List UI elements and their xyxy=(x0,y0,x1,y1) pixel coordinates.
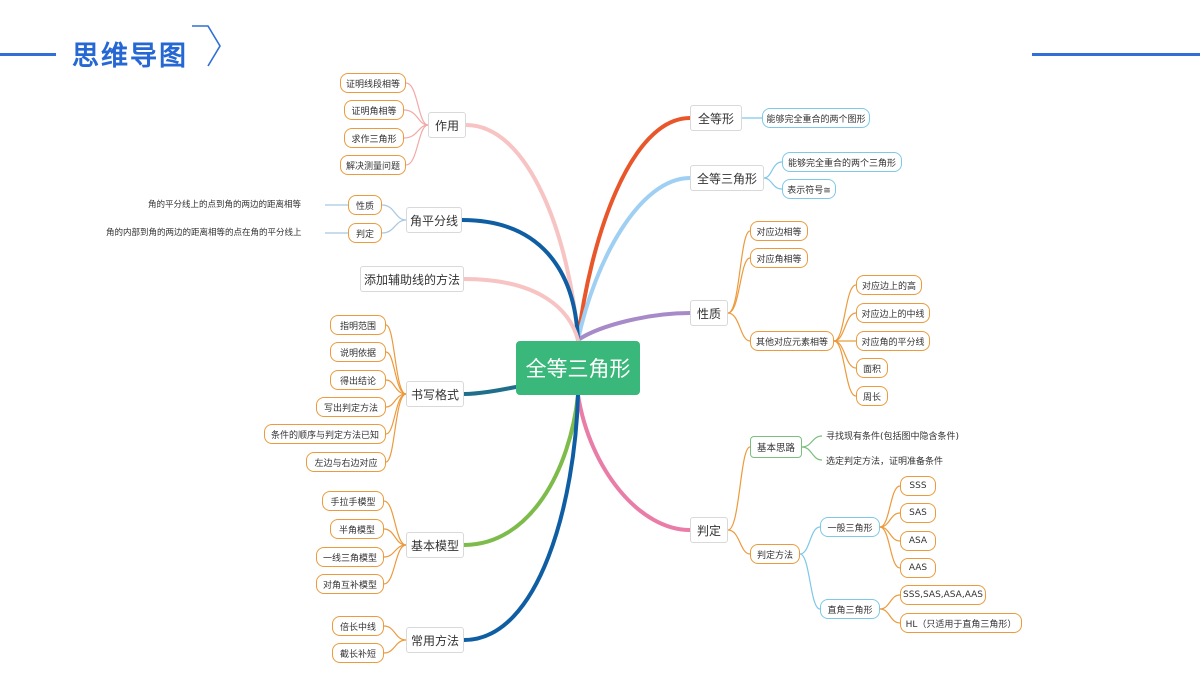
branch-quandengsanjiaoxing: 全等三角形 xyxy=(690,165,764,191)
leaf-shuxie-4: 写出判定方法 xyxy=(316,397,386,417)
sub-pandingfangfa: 判定方法 xyxy=(750,544,800,564)
leaf-zuoyong-2: 证明角相等 xyxy=(344,100,404,120)
leaf-jiben-1: 手拉手模型 xyxy=(322,491,384,511)
leaf-general-sas: SAS xyxy=(900,503,936,523)
leaf-jiben-2: 半角模型 xyxy=(330,519,384,539)
mindmap-root: 全等三角形 xyxy=(516,341,640,395)
leaf-shuxie-1: 指明范围 xyxy=(330,315,386,335)
leaf-shuxie-2: 说明依据 xyxy=(330,342,386,362)
branch-zuoyong: 作用 xyxy=(428,112,466,138)
leaf-xingzhi-other: 其他对应元素相等 xyxy=(750,331,834,351)
text-silu-2: 选定判定方法，证明准备条件 xyxy=(826,457,944,467)
header-line-left xyxy=(0,53,56,56)
leaf-shuxie-3: 得出结论 xyxy=(330,370,386,390)
leaf-zuoyong-4: 解决测量问题 xyxy=(340,155,406,175)
leaf-jiben-4: 对角互补模型 xyxy=(316,574,384,594)
leaf-zuoyong-1: 证明线段相等 xyxy=(340,73,406,93)
leaf-qdsjx-1: 能够完全重合的两个三角形 xyxy=(782,152,902,172)
leaf-xingzhi-1: 对应边相等 xyxy=(750,221,808,241)
leaf-shuxie-6: 左边与右边对应 xyxy=(306,452,386,472)
leaf-xingzhi-2: 对应角相等 xyxy=(750,248,808,268)
branch-shuxie: 书写格式 xyxy=(406,381,464,407)
leaf-other-4: 面积 xyxy=(856,358,888,378)
text-silu-1: 寻找现有条件(包括图中隐含条件) xyxy=(826,432,960,442)
leaf-general-aas: AAS xyxy=(900,558,936,578)
leaf-other-3: 对应角的平分线 xyxy=(856,331,930,351)
leaf-changyong-2: 截长补短 xyxy=(332,643,384,663)
branch-quandengxing: 全等形 xyxy=(690,105,742,131)
branch-jiaopingfenxian: 角平分线 xyxy=(406,207,462,233)
leaf-jiben-3: 一线三角模型 xyxy=(316,547,384,567)
text-jiaoping-panding: 角的内部到角的两边的距离相等的点在角的平分线上 xyxy=(106,228,302,238)
branch-jibenmoxing: 基本模型 xyxy=(406,532,464,558)
leaf-jiaoping-xingzhi: 性质 xyxy=(348,195,382,215)
header-line-right xyxy=(1032,53,1200,56)
leaf-general-asa: ASA xyxy=(900,531,936,551)
leaf-shuxie-5: 条件的顺序与判定方法已知 xyxy=(264,424,386,444)
leaf-other-5: 周长 xyxy=(856,386,888,406)
leaf-other-1: 对应边上的高 xyxy=(856,275,922,295)
page-title: 思维导图 xyxy=(72,41,188,72)
leaf-qdsjx-2: 表示符号≅ xyxy=(782,179,836,199)
text-jiaoping-xingzhi: 角的平分线上的点到角的两边的距离相等 xyxy=(148,200,302,210)
leaf-jiaoping-panding: 判定 xyxy=(348,223,382,243)
header-decoration-icon xyxy=(192,25,221,67)
sub-jibensilu: 基本思路 xyxy=(750,436,802,458)
leaf-right-hl: HL（只适用于直角三角形） xyxy=(900,613,1022,633)
leaf-other-2: 对应边上的中线 xyxy=(856,303,930,323)
branch-xingzhi: 性质 xyxy=(690,300,728,326)
branch-changyong: 常用方法 xyxy=(406,627,464,653)
branch-fuzhuxian: 添加辅助线的方法 xyxy=(360,266,464,292)
leaf-general-sss: SSS xyxy=(900,476,936,496)
leaf-quandengxing-1: 能够完全重合的两个图形 xyxy=(762,108,870,128)
branch-panding: 判定 xyxy=(690,517,728,543)
leaf-zuoyong-3: 求作三角形 xyxy=(344,128,404,148)
leaf-right-methods: SSS,SAS,ASA,AAS xyxy=(900,585,986,605)
sub-yibansanjiaoxing: 一般三角形 xyxy=(820,517,880,537)
leaf-changyong-1: 倍长中线 xyxy=(332,616,384,636)
sub-zhijiaosanjiaoxing: 直角三角形 xyxy=(820,599,880,619)
